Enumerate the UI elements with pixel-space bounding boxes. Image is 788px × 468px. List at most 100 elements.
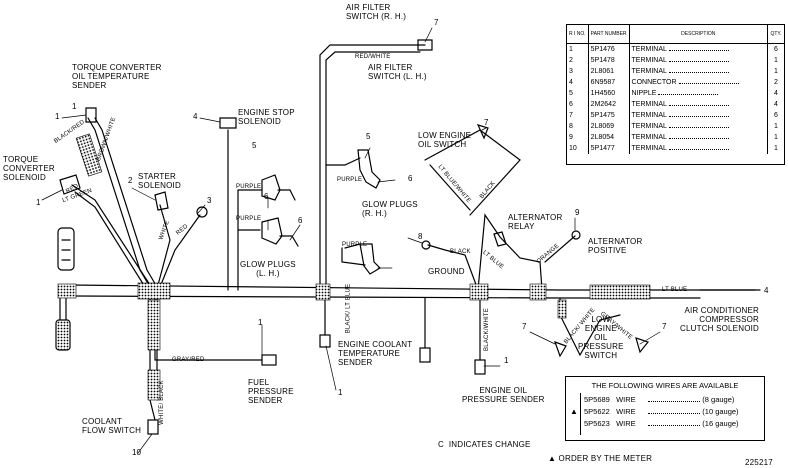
label-glow-lh: GLOW PLUGS (L. H.) <box>240 260 296 278</box>
callout-number: 10 <box>132 448 141 457</box>
fuel-pressure-connector <box>261 354 277 366</box>
wire-glow-lh <box>237 189 263 291</box>
callout-number: 1 <box>36 198 41 207</box>
callout-number: 6 <box>408 174 413 183</box>
order-by-meter-note: ▲ ORDER BY THE METER <box>548 454 653 463</box>
parts-description: TERMINAL <box>629 99 769 110</box>
wire-alternator-positive <box>544 235 576 263</box>
wire-gauge: (16 gauge) <box>702 419 739 428</box>
wire-row: 5P5622 WIRE (10 gauge) <box>584 407 760 417</box>
leader-dots <box>668 50 729 51</box>
wire-label-black-white: BLACK/WHITE <box>483 308 490 351</box>
wire-label-purple-1: PURPLE <box>236 184 262 190</box>
parts-ri-no: 3 <box>567 66 589 77</box>
parts-description: CONNECTOR <box>629 77 769 88</box>
parts-part-number: 2L8061 <box>588 66 630 77</box>
harness-junctions <box>57 133 651 401</box>
parts-qty: 6 <box>774 112 778 119</box>
parts-description: TERMINAL <box>629 66 769 77</box>
wire-desc: WIRE <box>616 419 636 428</box>
wire-tc-oil-temp <box>87 117 151 288</box>
tc-oil-temp-connector <box>85 107 97 123</box>
parts-ri-no: 7 <box>567 110 589 121</box>
label-engine-stop: ENGINE STOP SOLENOID <box>238 108 295 126</box>
starter-terminal <box>154 191 169 211</box>
parts-description: TERMINAL <box>629 43 769 55</box>
wire-label-purple-3: PURPLE <box>337 177 363 183</box>
wire-fuel-pressure <box>154 297 263 361</box>
callout-number: 6 <box>264 192 269 201</box>
low-oil-switch-connector <box>476 124 489 140</box>
label-ac-clutch: AIR CONDITIONER COMPRESSOR CLUTCH SOLENO… <box>680 306 760 333</box>
callout-number: 1 <box>504 356 509 365</box>
parts-ri-no: 2 <box>567 55 589 66</box>
callout-number: 4 <box>764 286 769 295</box>
wire-label-gray-red: GRAY/RED <box>172 357 205 363</box>
coolant-temp-connector <box>319 334 331 348</box>
label-coolant-flow: COOLANT FLOW SWITCH <box>82 417 142 435</box>
callout-number: 3 <box>207 196 212 205</box>
label-fuel-pressure: FUEL PRESSURE SENDER <box>248 378 294 405</box>
air-filter-rh-connector <box>417 39 433 51</box>
parts-part-number: 2L8069 <box>588 121 630 132</box>
wire-starter-2 <box>159 214 201 288</box>
parts-header-part: PART NUMBER <box>588 25 630 44</box>
label-starter: STARTER SOLENOID <box>138 172 181 190</box>
parts-part-number: 5P1476 <box>588 43 630 55</box>
label-low-oil-switch: LOW ENGINE OIL SWITCH <box>418 131 472 149</box>
engine-stop-connector <box>219 117 237 129</box>
wire-tc-solenoid <box>71 184 151 286</box>
label-alternator-positive: ALTERNATOR POSITIVE <box>588 237 643 255</box>
wire-low-oil-switch <box>424 129 521 216</box>
label-air-filter-rh: AIR FILTER SWITCH (R. H.) <box>346 3 407 21</box>
indicates-change-note: C INDICATES CHANGE <box>438 440 531 449</box>
callout-number: 1 <box>258 318 263 327</box>
leader-dots <box>678 83 739 84</box>
parts-description: TERMINAL <box>629 121 769 132</box>
parts-part-number: 5P1478 <box>588 55 630 66</box>
wire-label-red-white: RED/WHITE <box>355 54 391 60</box>
low-oil-pressure-connector-2 <box>635 337 650 354</box>
wire-table-divider <box>580 393 581 435</box>
parts-ri-no: 10 <box>567 143 589 154</box>
parts-qty: 1 <box>774 145 778 152</box>
parts-part-number: 5P1477 <box>588 143 630 154</box>
label-tc-solenoid: TORQUE CONVERTER SOLENOID <box>3 155 55 182</box>
leader-dots <box>658 94 719 95</box>
low-oil-pressure-connector-1 <box>554 341 567 358</box>
parts-ri-no: 8 <box>567 121 589 132</box>
callout-number: 7 <box>662 322 667 331</box>
wire-alternator-relay <box>477 213 543 291</box>
glow-plug-lh-2 <box>261 217 283 245</box>
wire-row: 5P5623 WIRE (16 gauge) <box>584 419 760 429</box>
parts-description: TERMINAL <box>629 143 769 154</box>
leader-dots <box>668 72 729 73</box>
callout-number: 6 <box>298 216 303 225</box>
parts-description: NIPPLE <box>629 88 769 99</box>
leader-dots <box>648 413 701 414</box>
wire-part: 5P5623 <box>584 419 610 428</box>
ground-terminal <box>421 240 431 250</box>
parts-qty: 1 <box>774 57 778 64</box>
callout-number: 1 <box>55 112 60 121</box>
wire-part: 5P5689 <box>584 395 610 404</box>
label-ground: GROUND <box>428 267 465 276</box>
parts-part-number: 1H4560 <box>588 88 630 99</box>
parts-header-desc: DESCRIPTION <box>629 25 769 44</box>
callout-number: 7 <box>522 322 527 331</box>
wire-label-black-lt-blue: BLACK/ LT BLUE <box>345 283 352 334</box>
wire-air-filter-trunk <box>319 44 426 291</box>
callout-number: 1 <box>338 388 343 397</box>
label-coolant-temp: ENGINE COOLANT TEMPERATURE SENDER <box>338 340 413 367</box>
callout-number: 7 <box>484 118 489 127</box>
parts-ri-no: 1 <box>567 43 589 55</box>
